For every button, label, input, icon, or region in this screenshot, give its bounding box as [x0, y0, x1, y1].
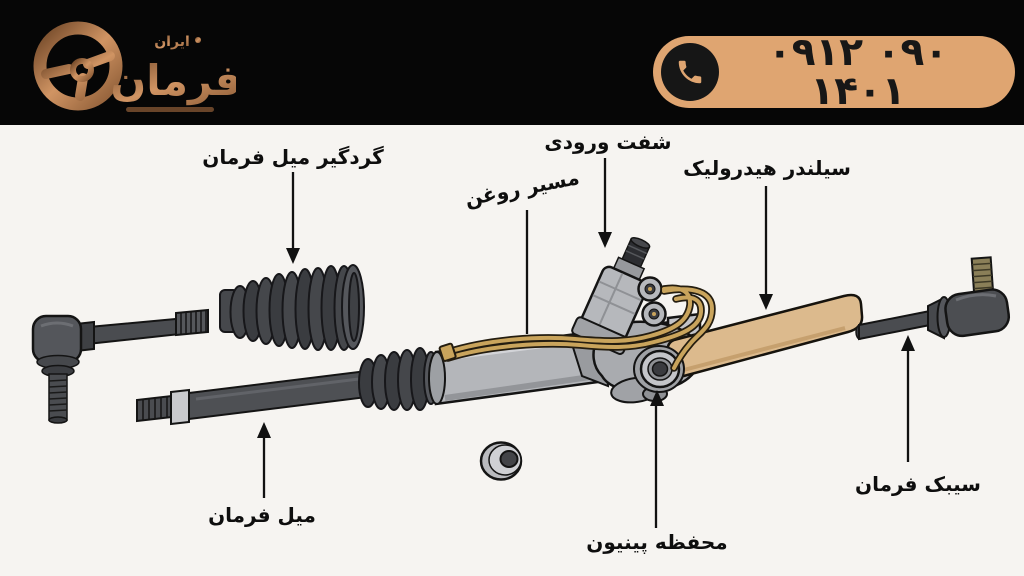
- logo-brand-text: فرمان: [110, 56, 236, 106]
- arrowhead-pinion: [650, 390, 664, 406]
- phone-number: ۰۹۱۲ ۰۹۰ ۱۴۰۱: [767, 30, 949, 114]
- phone-badge[interactable]: ۰۹۱۲ ۰۹۰ ۱۴۰۱: [653, 30, 1015, 114]
- label-tie-rod-end: سیبک فرمان: [855, 472, 981, 496]
- steering-boot: [219, 264, 365, 351]
- rack-small-boot: [358, 347, 439, 411]
- oil-lines: [438, 284, 716, 372]
- logo-tagline-decor: [126, 107, 214, 112]
- tie-rod-end-left: [31, 308, 209, 424]
- arrowhead-boot: [286, 248, 300, 264]
- label-hydraulic-cylinder: سیلندر هیدرولیک: [683, 156, 851, 180]
- header-band: ایران فرمان ۰۹۱۲ ۰۹۰ ۱۴۰۱: [0, 0, 1024, 125]
- steering-wheel-icon: [33, 21, 123, 111]
- label-input-shaft: شفت ورودی: [544, 130, 672, 154]
- phone-icon-circle: [661, 43, 719, 101]
- arrowhead-input-shaft: [598, 232, 612, 248]
- arrowhead-tie-rod: [901, 335, 915, 351]
- label-boot: گردگیر میل فرمان: [202, 145, 384, 169]
- tie-rod-end-right: [855, 256, 1011, 341]
- label-steering-rod: میل فرمان: [208, 503, 316, 527]
- phone-icon: [678, 60, 702, 84]
- logo-brand-prefix: ایران: [154, 34, 190, 50]
- arrowhead-cylinder: [759, 294, 773, 310]
- logo-dot: [195, 37, 201, 43]
- leader-lines: [257, 158, 915, 528]
- label-pinion-housing: محفظه پینیون: [586, 530, 728, 554]
- brand-logo: ایران فرمان: [33, 21, 236, 112]
- arrowhead-steering-rod: [257, 422, 271, 438]
- pinion-boss: [633, 345, 685, 393]
- washer: [479, 441, 523, 481]
- diagram-canvas: [31, 158, 1011, 528]
